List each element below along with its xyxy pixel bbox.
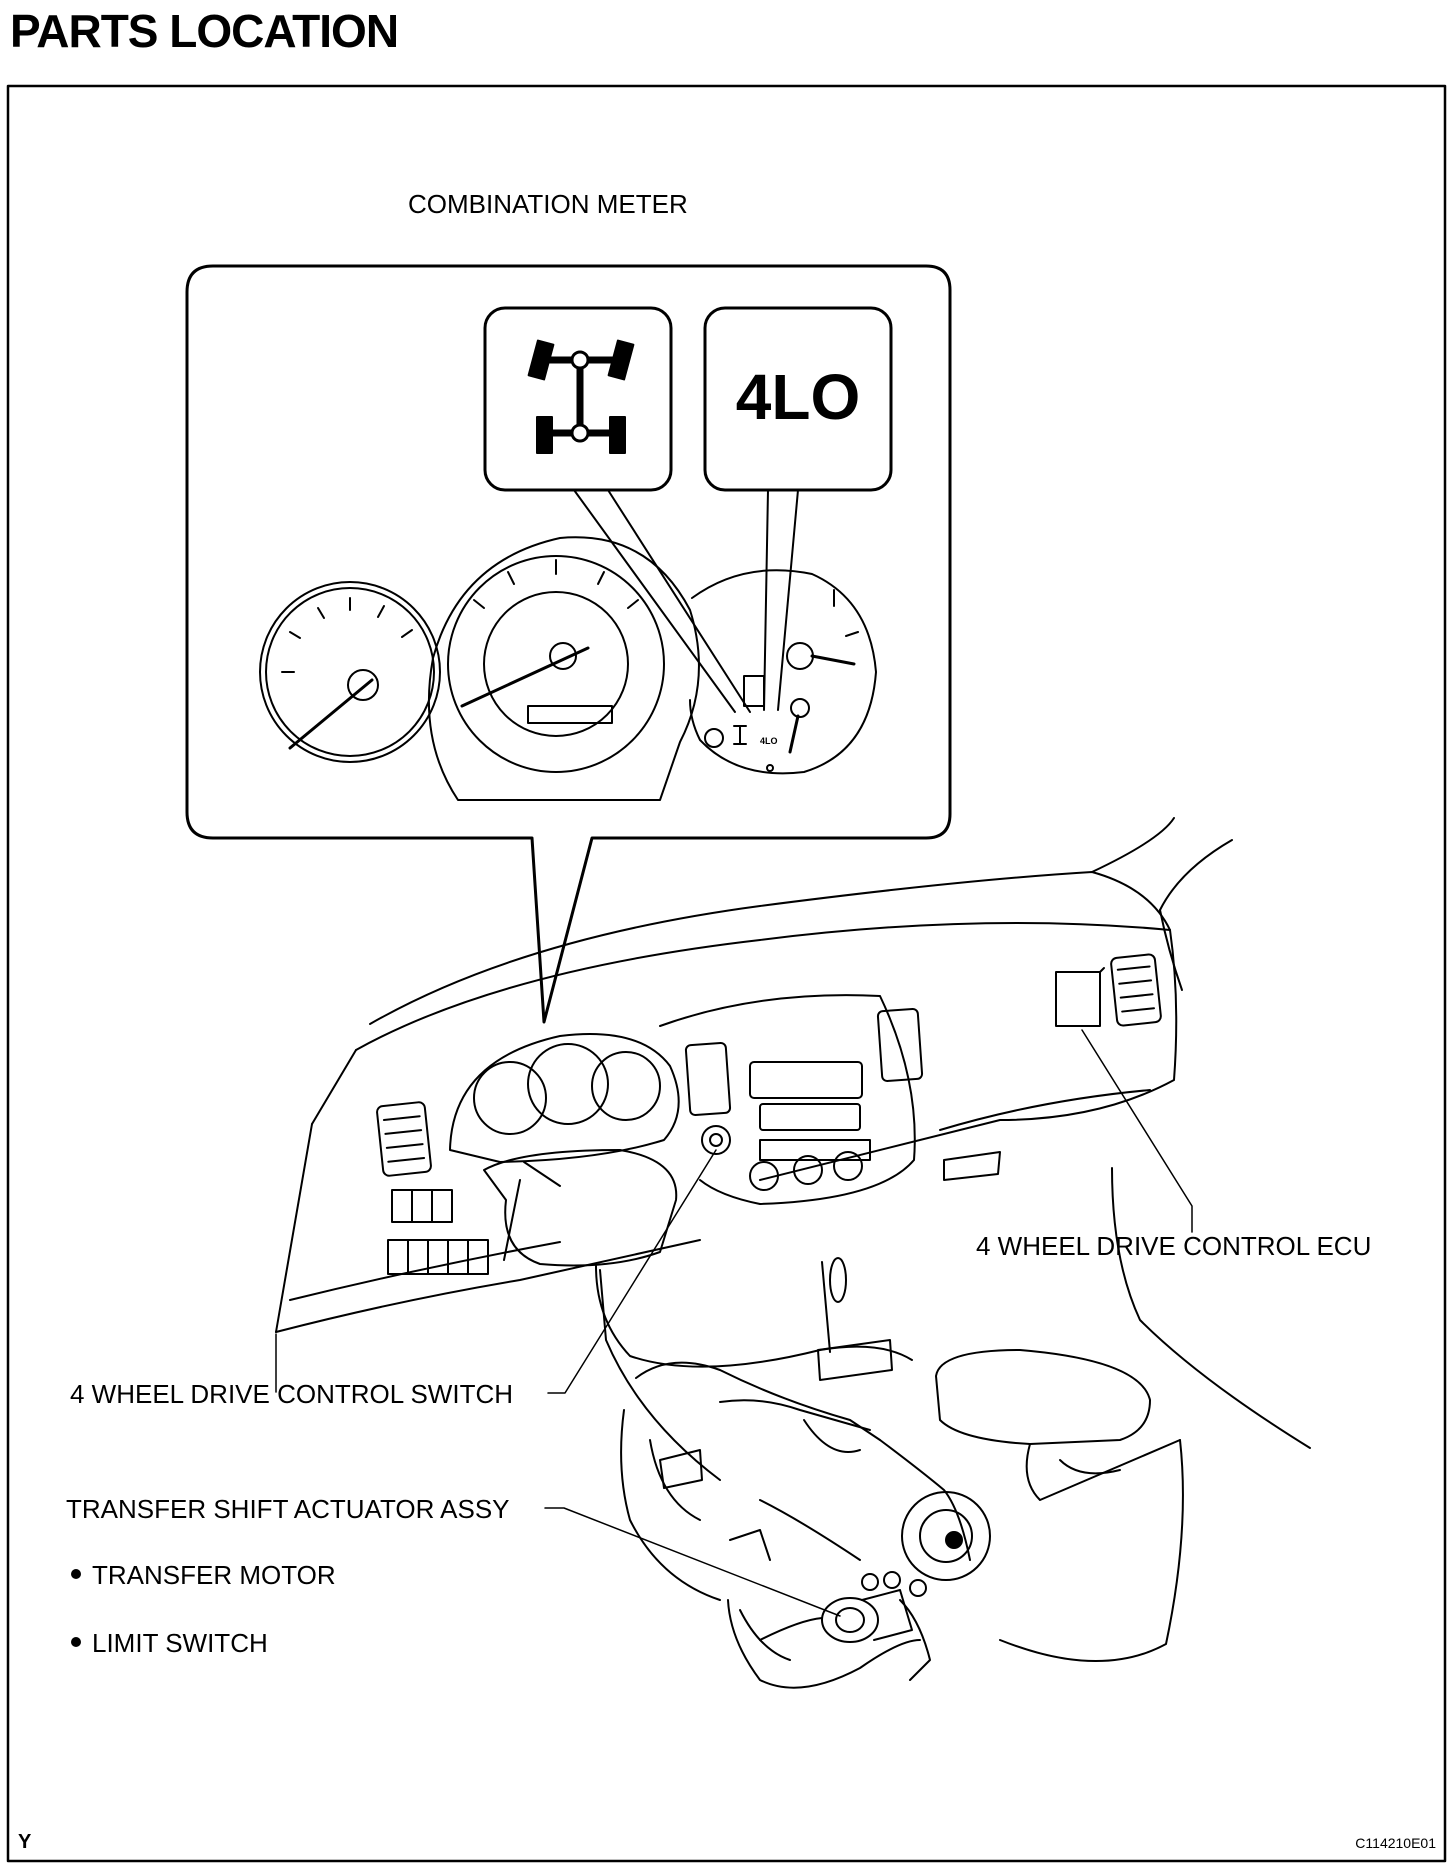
cluster-4wd-mini-icon (733, 725, 747, 745)
fuel-temp-gauge (689, 569, 877, 775)
leader-lines (275, 1029, 1193, 1617)
four-lo-indicator-text: 4LO (736, 361, 860, 433)
bullet-limit-switch (71, 1637, 81, 1647)
footer-left-code: Y (18, 1831, 32, 1853)
tachometer-gauge (259, 581, 441, 763)
page-title: PARTS LOCATION (10, 5, 399, 57)
label-four-wd-control-switch: 4 WHEEL DRIVE CONTROL SWITCH (70, 1379, 513, 1409)
four-wheel-drive-indicator (483, 306, 673, 492)
label-transfer-shift-actuator: TRANSFER SHIFT ACTUATOR ASSY (66, 1494, 510, 1524)
drivetrain-icon (527, 339, 635, 454)
instrument-cluster: 4LO (259, 536, 877, 801)
label-limit-switch: LIMIT SWITCH (92, 1628, 268, 1658)
indicator-leader-lines (573, 489, 799, 713)
meter-callout-bubble (185, 264, 952, 1024)
ecu-leader-line (1081, 1029, 1193, 1233)
transfer-motor (821, 1597, 879, 1643)
speedometer-gauge (427, 536, 700, 801)
switch-leader-line (547, 1149, 717, 1394)
bullet-transfer-motor (71, 1569, 81, 1579)
figure-code: C114210E01 (1355, 1835, 1436, 1851)
transfer-assembly-illustration (620, 1361, 991, 1689)
label-transfer-motor: TRANSFER MOTOR (92, 1560, 336, 1590)
four-wd-control-switch (701, 1125, 731, 1155)
diagram-frame (6, 84, 1447, 1863)
cluster-4lo-mini-text: 4LO (760, 736, 778, 746)
dashboard-illustration (275, 817, 1311, 1662)
four-lo-indicator: 4LO (703, 306, 893, 492)
label-four-wd-control-ecu: 4 WHEEL DRIVE CONTROL ECU (976, 1231, 1371, 1261)
actuator-leader-line (544, 1507, 841, 1617)
four-wheel-drive-indicator-box (483, 306, 673, 492)
label-combination-meter: COMBINATION METER (408, 189, 688, 219)
four-wd-control-ecu (1055, 971, 1101, 1027)
